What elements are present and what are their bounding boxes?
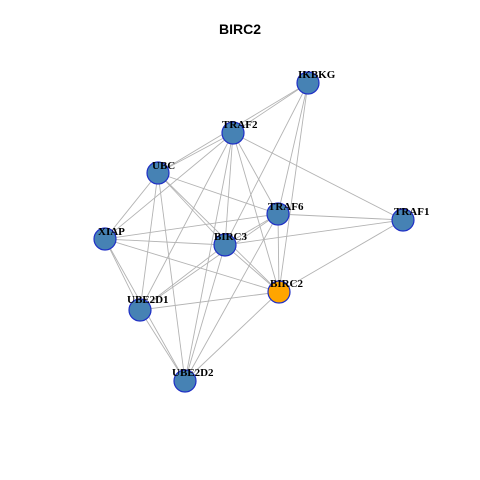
edge-birc2-ube2d2 bbox=[184, 291, 280, 382]
edge-traf2-xiap bbox=[104, 132, 234, 240]
node-birc2 bbox=[267, 280, 291, 304]
node-ikbkg bbox=[296, 71, 320, 95]
edge-traf6-xiap bbox=[104, 213, 279, 240]
edge-traf6-birc2 bbox=[277, 213, 280, 293]
node-traf2 bbox=[221, 121, 245, 145]
edge-birc3-ube2d1 bbox=[139, 244, 226, 311]
node-ube2d2 bbox=[173, 369, 197, 393]
node-ubc bbox=[146, 161, 170, 185]
edge-ikbkg-traf2 bbox=[232, 82, 309, 134]
edge-ubc-birc2 bbox=[157, 172, 280, 293]
node-birc3 bbox=[213, 233, 237, 257]
edge-ikbkg-birc2 bbox=[278, 82, 309, 293]
edge-ikbkg-traf6 bbox=[277, 82, 309, 215]
edge-xiap-birc2 bbox=[104, 238, 280, 293]
node-label-ube2d2: UBE2D2 bbox=[172, 367, 214, 379]
edge-birc2-ube2d1 bbox=[139, 291, 280, 311]
edge-traf1-birc3 bbox=[224, 219, 404, 246]
edge-ube2d1-ube2d2 bbox=[139, 309, 186, 382]
node-ube2d1 bbox=[128, 298, 152, 322]
diagram-title: BIRC2 bbox=[218, 21, 261, 37]
edge-traf6-ube2d2 bbox=[184, 213, 279, 382]
edge-traf6-ube2d1 bbox=[139, 213, 279, 311]
edge-traf2-birc3 bbox=[224, 132, 234, 246]
node-label-traf6: TRAF6 bbox=[268, 201, 304, 213]
node-traf6 bbox=[266, 202, 290, 226]
edge-birc3-birc2 bbox=[224, 244, 280, 293]
edge-traf2-traf1 bbox=[232, 132, 404, 221]
edge-traf2-ube2d1 bbox=[139, 132, 234, 311]
node-xiap bbox=[93, 227, 117, 251]
edge-xiap-ube2d1 bbox=[104, 238, 141, 311]
edge-ikbkg-birc3 bbox=[224, 82, 309, 246]
edge-traf2-traf6 bbox=[232, 132, 279, 215]
node-label-xiap: XIAP bbox=[98, 226, 125, 238]
edge-ubc-ube2d2 bbox=[157, 172, 186, 382]
edge-birc3-ube2d2 bbox=[184, 244, 226, 382]
edge-traf2-birc2 bbox=[232, 132, 280, 293]
edge-xiap-birc3 bbox=[104, 238, 226, 246]
node-layer bbox=[93, 71, 415, 393]
node-label-traf1: TRAF1 bbox=[394, 206, 429, 218]
node-label-traf2: TRAF2 bbox=[222, 119, 258, 131]
edge-ubc-birc3 bbox=[157, 172, 226, 246]
edge-ubc-traf6 bbox=[157, 172, 279, 215]
edge-traf2-ubc bbox=[157, 132, 234, 174]
node-label-ikbkg: IKBKG bbox=[298, 69, 336, 81]
node-label-birc3: BIRC3 bbox=[214, 231, 248, 243]
edge-ubc-xiap bbox=[104, 172, 159, 240]
edge-traf6-traf1 bbox=[277, 213, 404, 221]
node-label-ubc: UBC bbox=[152, 160, 175, 172]
edge-traf1-birc2 bbox=[278, 219, 404, 293]
node-label-ube2d1: UBE2D1 bbox=[127, 294, 169, 306]
node-traf1 bbox=[391, 208, 415, 232]
node-label-birc2: BIRC2 bbox=[270, 278, 304, 290]
